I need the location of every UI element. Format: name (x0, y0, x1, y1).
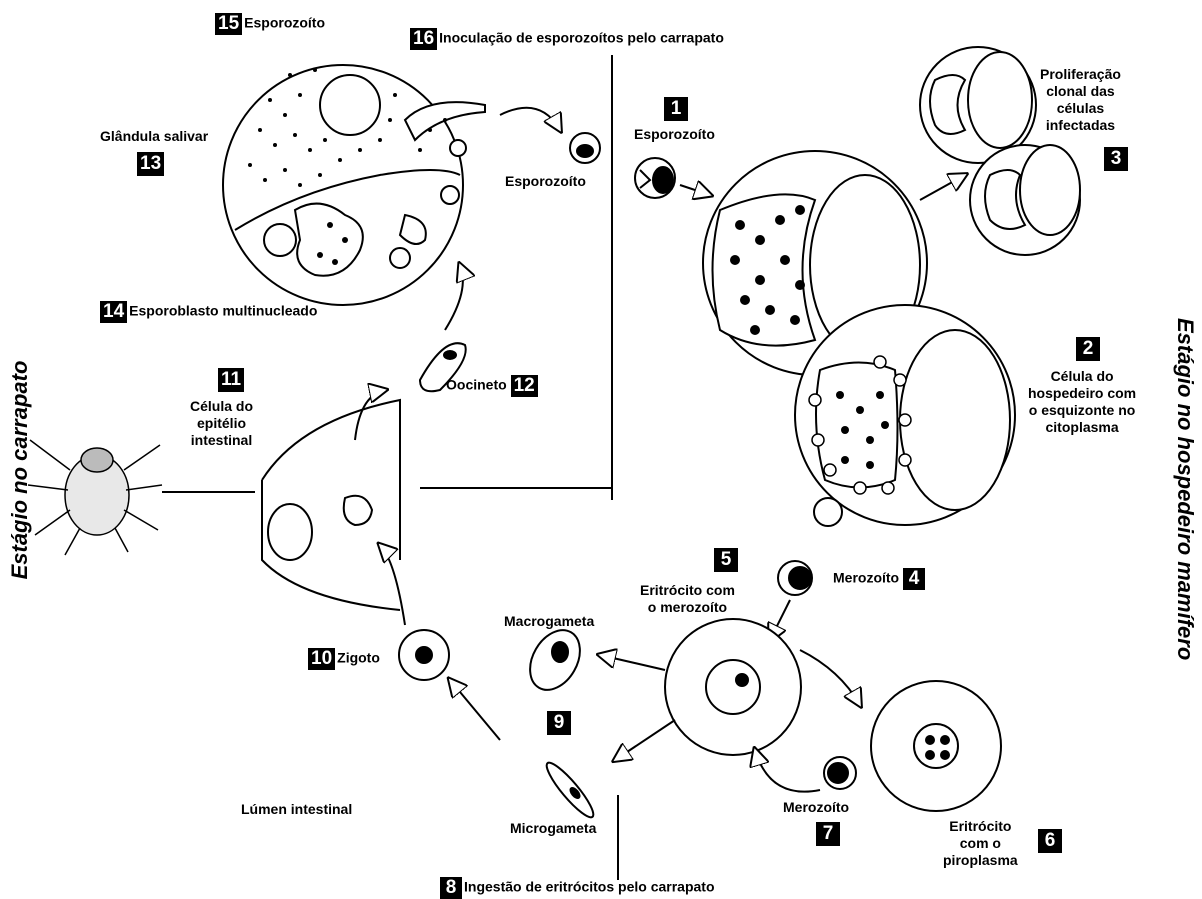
step-10-badge: 10 (308, 648, 335, 670)
step-14-badge: 14 (100, 301, 127, 323)
step-11-badge: 11 (218, 368, 244, 392)
salivary-gland-drawing (223, 65, 485, 305)
arrow-gland-to-sporozoite (500, 108, 560, 130)
step-1-text: Esporozoíto (634, 126, 715, 143)
free-merozoite-2 (814, 498, 842, 526)
arrow-7-to-5 (755, 750, 820, 792)
step-7-text: Merozoíto (783, 799, 849, 816)
proliferation-cell-b (970, 145, 1080, 255)
step-7-badge: 7 (816, 822, 840, 846)
step-15-badge: 15 (215, 13, 242, 35)
step-2-badge: 2 (1076, 337, 1100, 361)
tick-drawing (28, 440, 162, 555)
host-stage-label: Estágio no hospedeiro mamífero (1172, 318, 1198, 628)
epithelial-cell (262, 400, 400, 610)
tick-stage-label: Estágio no carrapato (7, 360, 33, 580)
step-13-badge: 13 (137, 152, 164, 176)
lumen-label: Lúmen intestinal (241, 801, 352, 818)
step-12-badge: 12 (511, 375, 538, 397)
erythrocyte-6 (871, 681, 1001, 811)
arrow-5-to-6 (800, 650, 860, 705)
arrow-ookinete-to-gland (445, 265, 463, 330)
merozoite-7 (824, 757, 856, 789)
sporozoite-mid-label: Esporozoíto (505, 173, 586, 190)
arrow-zygote-to-cell (380, 545, 405, 625)
step-4-badge: 4 (903, 568, 925, 590)
arrow-cell-to-ookinete (355, 390, 385, 440)
zygote (399, 630, 449, 680)
step-4-label: Merozoíto 4 (833, 568, 927, 590)
arrow-5-to-macro (600, 655, 665, 670)
step-6-badge: 6 (1038, 829, 1062, 853)
step-8-badge: 8 (440, 877, 462, 899)
sporozoite-mid (570, 133, 600, 163)
macrogameta-label: Macrogameta (504, 613, 594, 630)
step-1-badge: 1 (664, 97, 688, 121)
erythrocyte-5 (665, 619, 801, 755)
macrogamete (520, 621, 590, 698)
arrow-cell-to-3 (920, 175, 965, 200)
microgamete (541, 758, 598, 822)
arrow-1-to-cell (680, 185, 710, 195)
microgameta-label: Microgameta (510, 820, 596, 837)
step-13-text: Glândula salivar (100, 128, 208, 145)
arrow-gametes-to-zygote (450, 680, 500, 740)
step-9-badge: 9 (547, 711, 571, 735)
step-16-badge: 16 (410, 28, 437, 50)
step-12-label: Oocineto 12 (446, 375, 540, 397)
step-5-badge: 5 (714, 548, 738, 572)
arrow-5-to-micro (615, 720, 675, 760)
merozoite-4 (778, 561, 812, 595)
step-3-badge: 3 (1104, 147, 1128, 171)
sporozoite-1 (635, 158, 675, 198)
